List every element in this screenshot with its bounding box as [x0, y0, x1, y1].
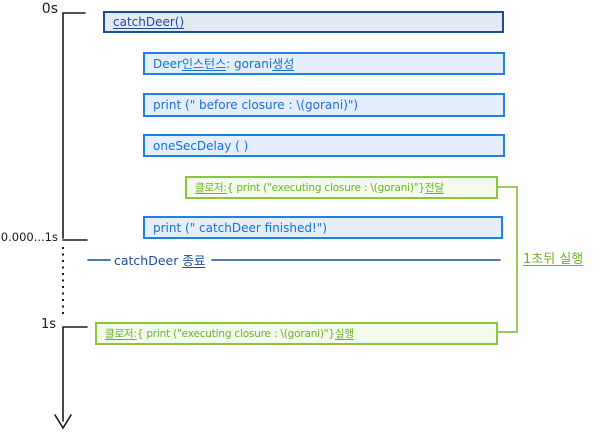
timeline-axis-top: [62, 12, 86, 239]
closure-pass-suffix: 전달: [424, 182, 444, 194]
deer-instance-pre: Deer: [153, 56, 182, 71]
deer-instance-word: 인스턴스: [181, 57, 227, 71]
one-sec-delay-label: oneSecDelay ( ): [153, 138, 249, 153]
delayed-exec-label: 1초뒤 실행: [523, 252, 584, 267]
catchdeer-end-label: catchDeer 종료: [114, 250, 205, 269]
timeline-label-0s: 0s: [41, 1, 58, 17]
timeline-label-1s: 1s: [40, 317, 56, 332]
deer-instance-created: 생성: [272, 57, 295, 71]
catchdeer-call-label: catchDeer(): [113, 15, 185, 29]
timeline-arrowhead-icon: [54, 414, 72, 430]
closure-exec-suffix: 실행: [334, 328, 354, 340]
closure-exec-prefix: 클로저:: [105, 328, 137, 340]
box-one-sec-delay: oneSecDelay ( ): [143, 134, 505, 157]
timeline-axis-bottom: [62, 326, 88, 422]
catchdeer-end-word: 종료: [182, 253, 206, 268]
print-finished-label: print (" catchDeer finished!"): [153, 220, 328, 235]
closure-bracket-connector: [498, 186, 518, 333]
closure-exec-code: { print ("executing closure : \(gorani)"…: [136, 327, 335, 340]
box-catchdeer-call: catchDeer(): [103, 11, 504, 33]
box-print-finished: print (" catchDeer finished!"): [143, 216, 503, 239]
box-closure-exec: 클로저: { print ("executing closure : \(gor…: [95, 322, 498, 345]
deer-instance-mid: : gorani: [226, 56, 273, 71]
catchdeer-end-pre: catchDeer: [114, 253, 183, 268]
closure-pass-code: { print ("executing closure : \(gorani)"…: [226, 181, 425, 194]
box-print-before-closure: print (" before closure : \(gorani)"): [143, 93, 505, 117]
print-before-closure-label: print (" before closure : \(gorani)"): [153, 98, 359, 112]
box-deer-instance: Deer 인스턴스 : gorani 생성: [143, 52, 505, 75]
closure-pass-prefix: 클로저:: [195, 182, 227, 194]
timeline-label-mid: 0.000...1s: [0, 230, 58, 244]
box-closure-pass: 클로저: { print ("executing closure : \(gor…: [185, 176, 498, 199]
